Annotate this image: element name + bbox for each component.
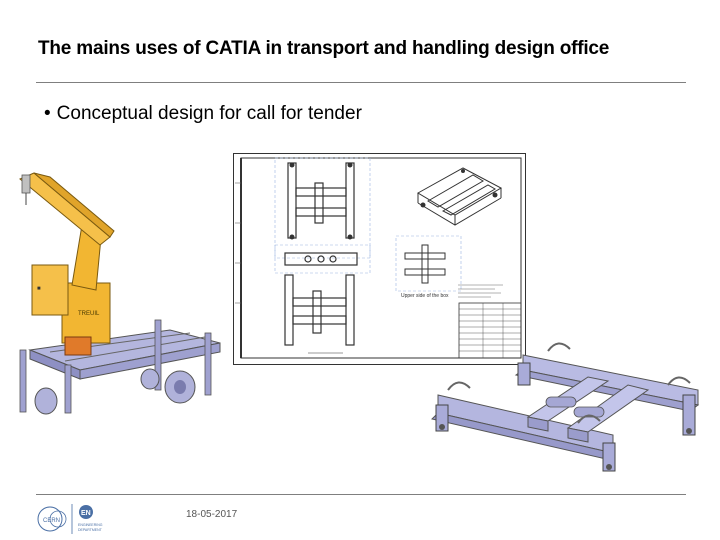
crane-label: TREUIL (78, 311, 100, 317)
en-logo-icon: EN ENGINEERING DEPARTMENT (78, 505, 103, 532)
en-caption-1: ENGINEERING (78, 523, 103, 527)
footer-divider (36, 494, 686, 495)
cern-logo-icon: CERN (37, 506, 67, 532)
bullet-text: Conceptual design for call for tender (56, 103, 362, 124)
bullet-marker: • (44, 103, 51, 124)
title-divider (36, 82, 686, 83)
en-logo-text: EN (81, 510, 91, 517)
steel-frame-image (431, 342, 700, 472)
footer-logos: CERN EN ENGINEERING DEPARTMENT (37, 504, 103, 534)
drawing-note: Upper side of the box (401, 293, 449, 299)
en-caption-2: DEPARTMENT (78, 528, 103, 532)
crane-cart-image: ■ TREUIL (19, 172, 221, 415)
slide-title: The mains uses of CATIA in transport and… (38, 38, 610, 59)
svg-text:■: ■ (37, 286, 41, 292)
bullet-item: •Conceptual design for call for tender (44, 103, 362, 125)
technical-drawing-image: Upper side of the box (233, 153, 526, 365)
footer-date: 18-05-2017 (186, 509, 238, 520)
cern-logo-text: CERN (43, 518, 60, 524)
